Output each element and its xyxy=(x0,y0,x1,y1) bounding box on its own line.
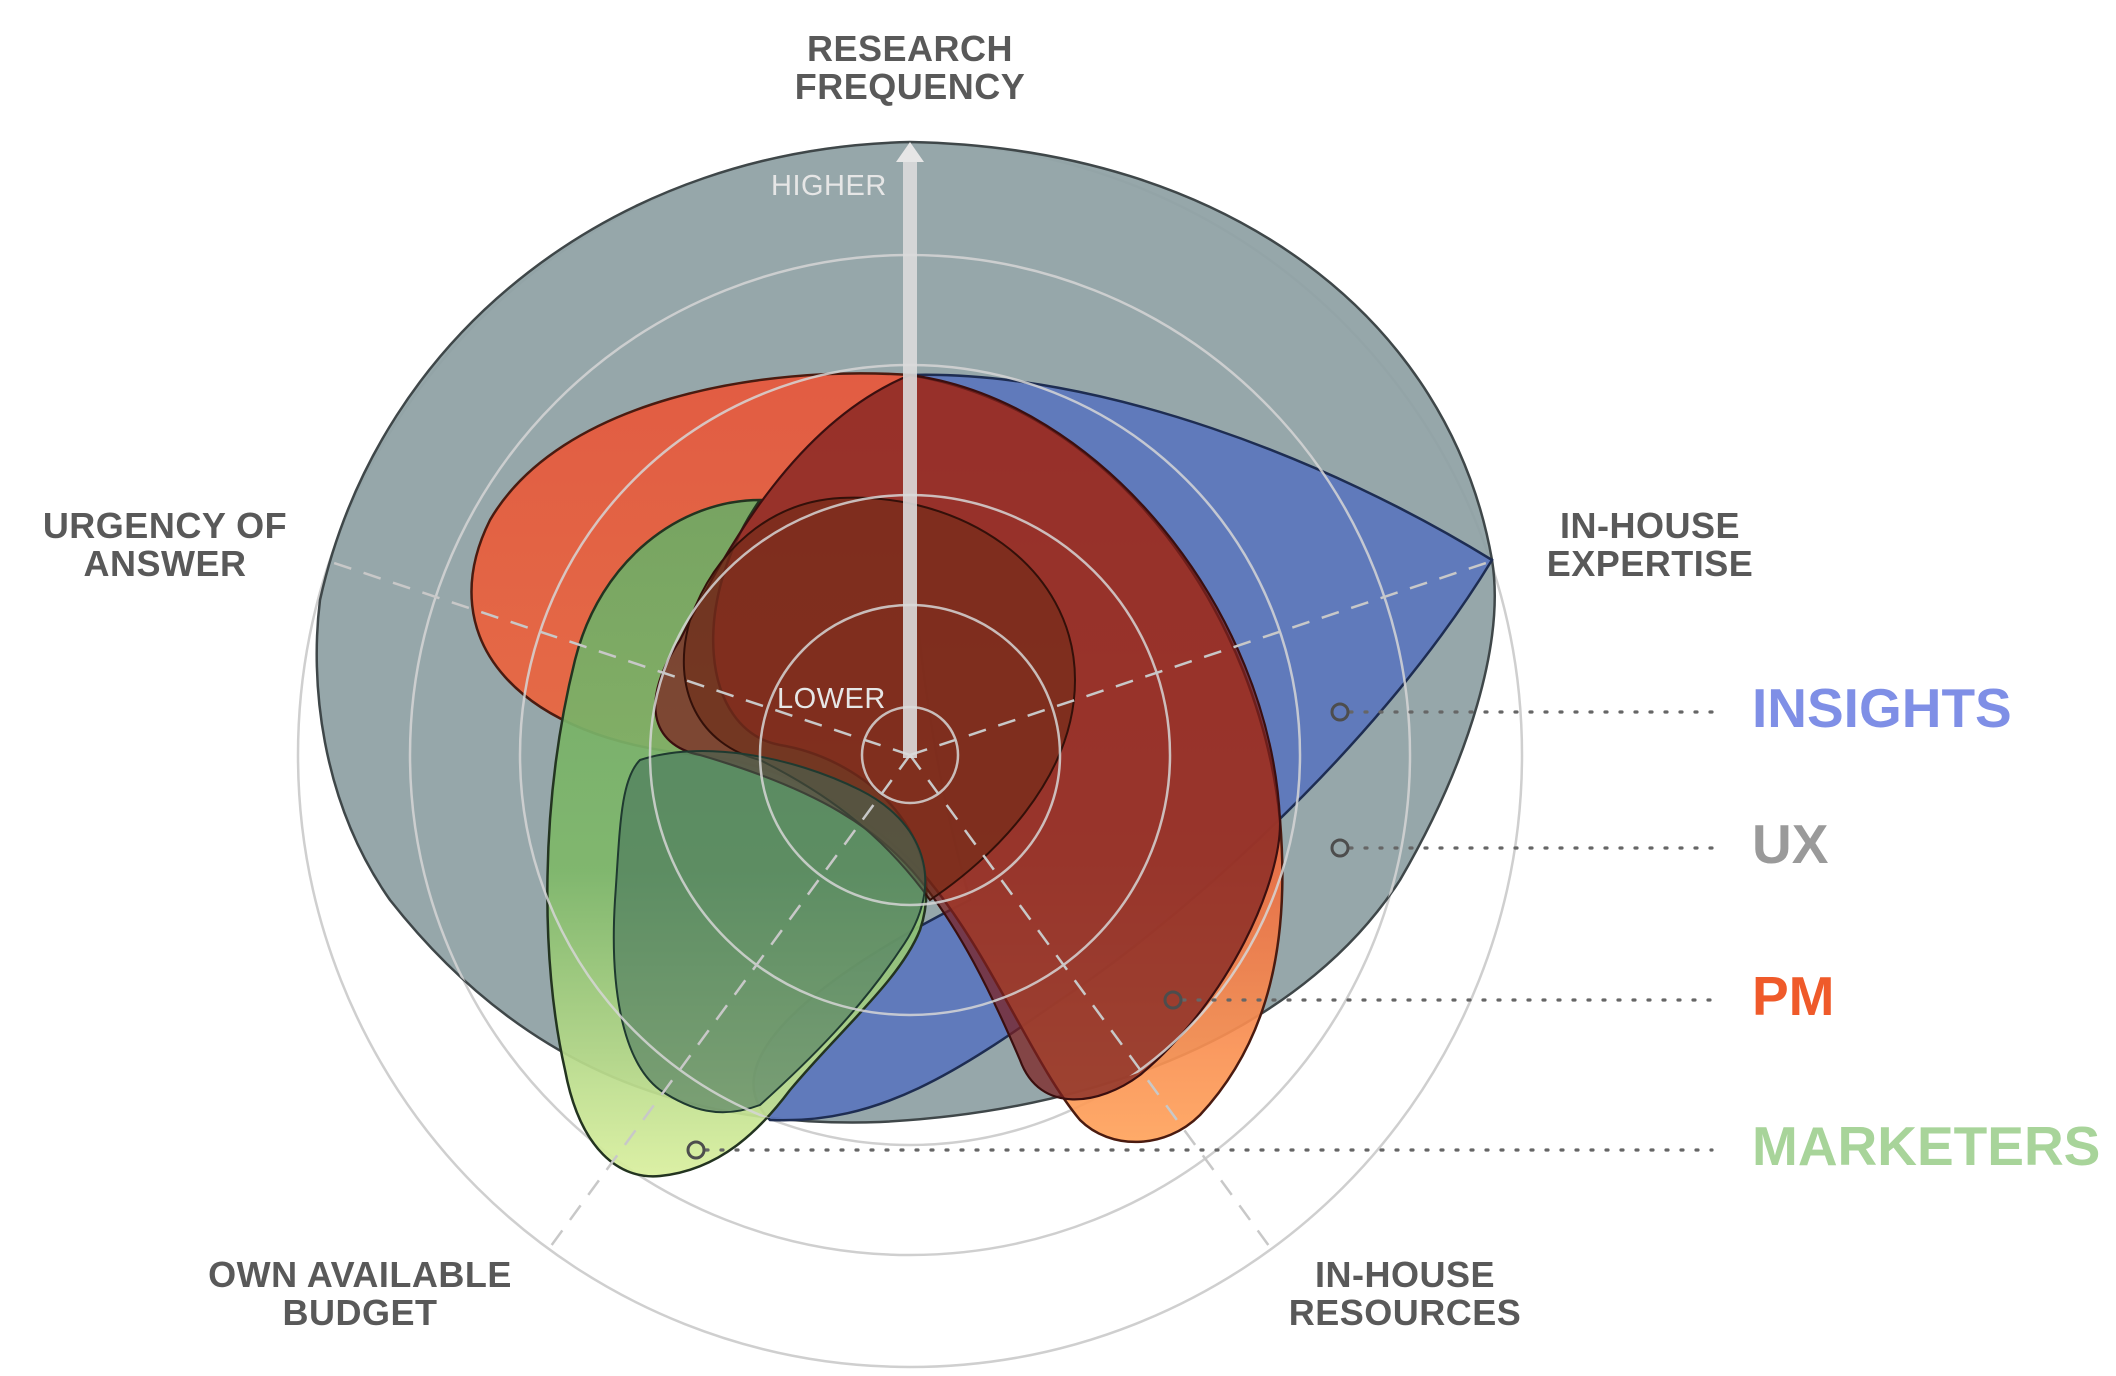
axis-label-line: URGENCY OF xyxy=(42,505,288,546)
axis-label-line: IN-HOUSE xyxy=(1559,505,1740,546)
axis-label-in-house-resources: IN-HOUSE RESOURCES xyxy=(1270,1256,1540,1332)
overlap-cores xyxy=(612,373,1282,1114)
axis-label-line: ANSWER xyxy=(83,543,247,584)
axis-line-expertise xyxy=(909,558,1496,757)
axis-label-line: RESEARCH xyxy=(806,28,1014,69)
axis-line-urgency xyxy=(324,558,911,757)
legend-ux: UX xyxy=(1752,813,1829,875)
axis-label-line: IN-HOUSE xyxy=(1314,1254,1495,1295)
axis-label-line: FREQUENCY xyxy=(794,66,1026,107)
legend-marketers: MARKETERS xyxy=(1752,1115,2101,1177)
scale-label-higher: HIGHER xyxy=(771,170,887,202)
marker-ux xyxy=(1330,838,1350,858)
axis-line-budget xyxy=(546,754,912,1251)
arrow-head xyxy=(896,142,924,162)
axis-label-line: BUDGET xyxy=(282,1292,438,1333)
arrow-shaft xyxy=(903,158,917,758)
radial-axes xyxy=(324,558,1496,1251)
axis-label-own-available-budget: OWN AVAILABLE BUDGET xyxy=(195,1256,525,1332)
axis-label-research-frequency: RESEARCH FREQUENCY xyxy=(780,30,1040,106)
marker-pm xyxy=(1163,990,1183,1010)
legend-pm: PM xyxy=(1752,965,1835,1027)
legend-insights: INSIGHTS xyxy=(1752,677,2012,739)
axis-label-line: OWN AVAILABLE xyxy=(208,1254,512,1295)
axis-label-in-house-expertise: IN-HOUSE EXPERTISE xyxy=(1530,507,1770,583)
legend-leaders xyxy=(686,702,1714,1160)
scale-label-lower: LOWER xyxy=(777,683,886,715)
marker-insights xyxy=(1330,702,1350,722)
axis-label-line: RESOURCES xyxy=(1288,1292,1522,1333)
frequency-arrow xyxy=(896,142,924,758)
axis-line-resources xyxy=(908,754,1274,1251)
marker-marketers xyxy=(686,1140,706,1160)
axis-label-line: EXPERTISE xyxy=(1546,543,1754,584)
axis-label-urgency-of-answer: URGENCY OF ANSWER xyxy=(30,507,300,583)
